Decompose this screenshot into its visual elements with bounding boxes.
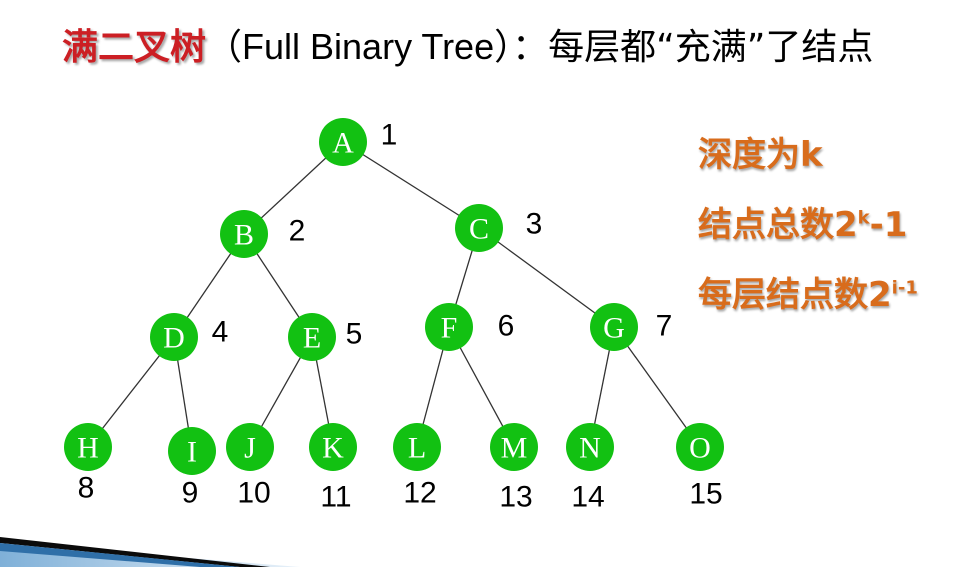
tree-node-i: I <box>168 427 216 475</box>
tree-node-circle <box>220 210 268 258</box>
tree-edge-g-o <box>613 326 701 448</box>
title-highlight: 满二叉树 <box>62 27 207 68</box>
tree-node-number-e: 5 <box>346 318 363 351</box>
tree-node-label: E <box>303 322 321 355</box>
tree-node-label: N <box>579 432 601 465</box>
tree-node-circle <box>64 423 112 471</box>
tree-node-label: G <box>603 312 625 345</box>
tree-node-circle <box>490 423 538 471</box>
tree-node-n: N <box>566 423 614 471</box>
tree-node-number-m: 13 <box>499 481 532 514</box>
tree-node-e: E <box>288 313 336 361</box>
tree-node-circle <box>455 204 503 252</box>
tree-node-d: D <box>150 313 198 361</box>
tree-edge-c-g <box>478 227 615 328</box>
tree-node-label: L <box>408 432 426 465</box>
tree-node-number-n: 14 <box>571 481 604 514</box>
tree-node-label: H <box>77 432 99 465</box>
tree-node-label: I <box>187 436 197 469</box>
tree-node-b: B <box>220 210 268 258</box>
fact-total-exponent: k <box>857 207 870 229</box>
tree-node-l: L <box>393 423 441 471</box>
tree-node-number-d: 4 <box>212 316 229 349</box>
fact-level-exponent: i-1 <box>891 277 918 299</box>
tree-node-o: O <box>676 423 724 471</box>
tree-node-c: C <box>455 204 503 252</box>
tree-node-circle <box>319 118 367 166</box>
tree-node-label: F <box>441 312 458 345</box>
tree-node-label: C <box>469 213 489 246</box>
tree-node-circle <box>150 313 198 361</box>
tree-node-h: H <box>64 423 112 471</box>
fact-total-nodes: 结点总数2k-1 <box>698 200 918 270</box>
tree-node-label: J <box>244 432 256 465</box>
tree-node-number-i: 9 <box>182 477 199 510</box>
tree-node-number-g: 7 <box>656 310 673 343</box>
tree-node-circle <box>168 427 216 475</box>
tree-node-number-j: 10 <box>237 477 270 510</box>
tree-node-label: O <box>689 432 711 465</box>
corner-decoration <box>0 537 300 567</box>
tree-node-circle <box>393 423 441 471</box>
tree-node-number-b: 2 <box>289 215 306 248</box>
title-english: （Full Binary Tree）： <box>206 26 549 67</box>
tree-node-number-a: 1 <box>381 119 398 152</box>
tree-node-g: G <box>590 303 638 351</box>
fact-level-nodes: 每层结点数2i-1 <box>698 270 918 340</box>
tree-node-f: F <box>425 303 473 351</box>
fact-level-prefix: 每层结点数2 <box>698 275 892 315</box>
tree-facts: 深度为k 结点总数2k-1 每层结点数2i-1 <box>698 130 918 340</box>
tree-node-number-c: 3 <box>526 208 543 241</box>
tree-node-number-k: 11 <box>320 481 351 514</box>
tree-node-label: B <box>234 219 254 252</box>
tree-node-number-l: 12 <box>403 477 436 510</box>
tree-node-label: D <box>163 322 185 355</box>
fact-total-suffix: -1 <box>869 205 908 245</box>
tree-node-circle <box>226 423 274 471</box>
fact-depth: 深度为k <box>698 130 918 200</box>
tree-node-number-f: 6 <box>498 310 515 343</box>
tree-node-circle <box>676 423 724 471</box>
tree-node-label: M <box>501 432 528 465</box>
tree-node-label: A <box>332 127 354 160</box>
tree-edge-a-c <box>342 141 480 229</box>
tree-node-a: A <box>319 118 367 166</box>
tree-node-j: J <box>226 423 274 471</box>
tree-node-number-o: 15 <box>689 478 722 511</box>
tree-node-circle <box>288 313 336 361</box>
title-rest: 每层都“充满”了结点 <box>548 27 874 68</box>
tree-node-circle <box>590 303 638 351</box>
tree-node-circle <box>309 423 357 471</box>
tree-node-circle <box>425 303 473 351</box>
tree-node-number-h: 8 <box>78 472 95 505</box>
tree-node-k: K <box>309 423 357 471</box>
fact-depth-text: 深度为k <box>698 135 823 175</box>
tree-node-circle <box>566 423 614 471</box>
tree-node-label: K <box>322 432 344 465</box>
tree-node-m: M <box>490 423 538 471</box>
slide-title: 满二叉树（Full Binary Tree）：每层都“充满”了结点 <box>62 22 942 73</box>
fact-total-prefix: 结点总数2 <box>698 205 858 245</box>
